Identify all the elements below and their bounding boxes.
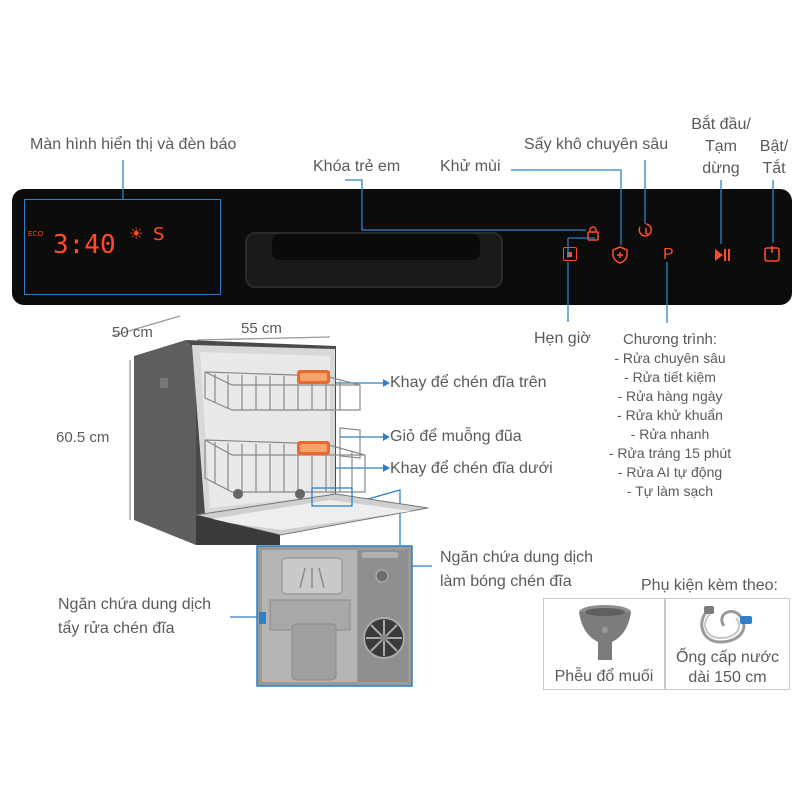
program-item: - Rửa tiết kiệm: [624, 369, 716, 385]
child-lock-label: Khóa trẻ em: [313, 158, 401, 175]
program-item: - Rửa AI tự động: [617, 464, 723, 480]
timer-icon: [567, 252, 572, 257]
timer-button[interactable]: [563, 247, 577, 261]
s-indicator: S: [153, 224, 165, 245]
deodorize-label: Khử mùi: [440, 158, 501, 175]
accessories-title: Phụ kiện kèm theo:: [641, 577, 778, 594]
program-item: - Rửa nhanh: [630, 426, 710, 442]
width-dimension: 55 cm: [241, 320, 282, 337]
power-button[interactable]: [763, 245, 781, 263]
funnel-label: Phễu đổ muối: [554, 668, 654, 685]
program-item: - Rửa tráng 15 phút: [608, 445, 732, 461]
display-label: Màn hình hiển thị và đèn báo: [30, 136, 237, 153]
display-time: 3:40: [53, 230, 116, 260]
program-button[interactable]: P: [663, 246, 674, 263]
deep-dry-icon: [638, 223, 652, 237]
height-dimension: 60.5 cm: [56, 429, 110, 446]
timer-label: Hẹn giờ: [534, 330, 591, 347]
program-item: - Tự làm sạch: [626, 483, 714, 499]
lock-icon: [587, 226, 599, 241]
program-list: Chương trình: - Rửa chuyên sâu - Rửa tiế…: [596, 330, 744, 501]
lower-rack-label: Khay để chén đĩa dưới: [390, 460, 553, 477]
upper-rack-label: Khay để chén đĩa trên: [390, 374, 547, 391]
door-handle-recess: [272, 234, 480, 260]
eco-indicator: ECO: [28, 231, 44, 238]
program-item: - Rửa chuyên sâu: [614, 350, 726, 366]
deep-dry-label: Sấy khô chuyên sâu: [524, 136, 669, 153]
program-item: - Rửa khử khuẩn: [617, 407, 723, 423]
power-label: Bật/Tắt: [759, 138, 789, 177]
cutlery-basket-label: Giỏ để muỗng đũa: [390, 428, 522, 445]
hose-icon: [700, 606, 752, 644]
sun-icon: ☀: [129, 226, 144, 243]
display-callout-box: [24, 199, 221, 295]
start-pause-button[interactable]: [713, 247, 731, 263]
funnel-icon: [579, 605, 631, 660]
programs-title: Chương trình:: [622, 331, 718, 348]
program-item: - Rửa hàng ngày: [617, 388, 723, 404]
depth-dimension: 50 cm: [112, 324, 153, 341]
deodorize-button[interactable]: [611, 246, 629, 264]
